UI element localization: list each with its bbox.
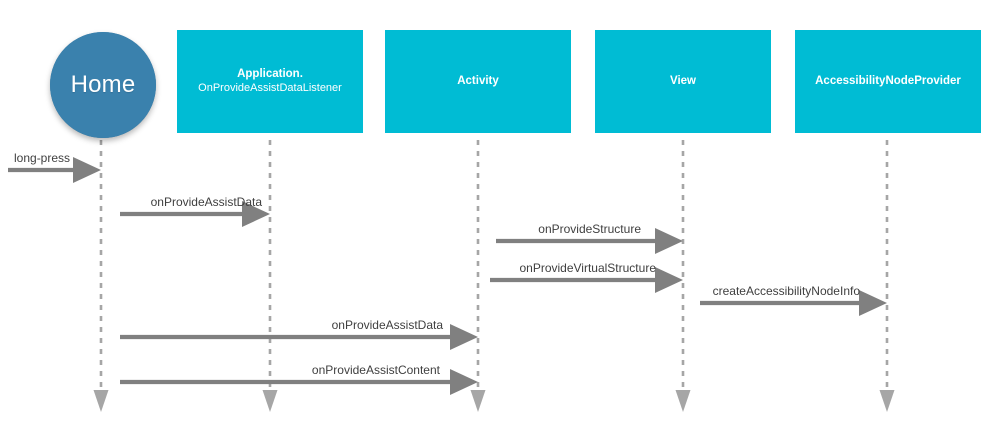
participant-label-main: Application. [237,68,303,81]
participant-text: Application.OnProvideAssistDataListener [192,68,348,95]
message-onprovidestructure-label: onProvideStructure [538,222,641,236]
message-onprovideassistdata-1-arrowhead [242,201,270,227]
lifeline-application-end-arrowhead [262,390,278,412]
lifeline-home-end-arrowhead [93,390,109,412]
message-onprovideassistdata-2-label: onProvideAssistData [331,318,443,332]
home-actor-label: Home [70,71,136,98]
participant-text: View [664,75,702,89]
participant-box-activity[interactable]: Activity [385,30,571,133]
participant-text: AccessibilityNodeProvider [809,75,967,89]
home-actor-node[interactable]: Home [50,32,156,138]
message-onprovideassistdata-1-label: onProvideAssistData [150,195,262,209]
message-onprovidestructure-arrowhead [655,228,683,254]
participant-label-main: Activity [457,74,499,87]
messages-group [8,157,887,395]
participant-box-view[interactable]: View [595,30,771,133]
message-long-press-arrowhead [73,157,101,183]
participant-box-application-onprovideassistdatalistener[interactable]: Application.OnProvideAssistDataListener [177,30,363,133]
message-onprovideassistdata-2-arrowhead [450,324,478,350]
message-onprovideassistcontent-label: onProvideAssistContent [311,363,440,377]
participant-label-main: AccessibilityNodeProvider [815,74,961,87]
message-createaccessibilitynodeinfo-label: createAccessibilityNodeInfo [712,284,860,298]
message-onprovideassistcontent-arrowhead [450,369,478,395]
message-onprovidevirtualstructure-arrowhead [655,267,683,293]
participant-text: Activity [451,75,505,89]
participant-label-main: View [670,74,696,87]
lifeline-accessibilitynodeprovider-end-arrowhead [879,390,895,412]
message-createaccessibilitynodeinfo-arrowhead [859,290,887,316]
participant-box-accessibilitynodeprovider[interactable]: AccessibilityNodeProvider [795,30,981,133]
message-long-press-label: long-press [14,151,71,165]
message-onprovidevirtualstructure-label: onProvideVirtualStructure [519,261,656,275]
participant-label-sub: OnProvideAssistDataListener [198,81,342,94]
lifeline-activity-end-arrowhead [470,390,486,412]
lifeline-view-end-arrowhead [675,390,691,412]
